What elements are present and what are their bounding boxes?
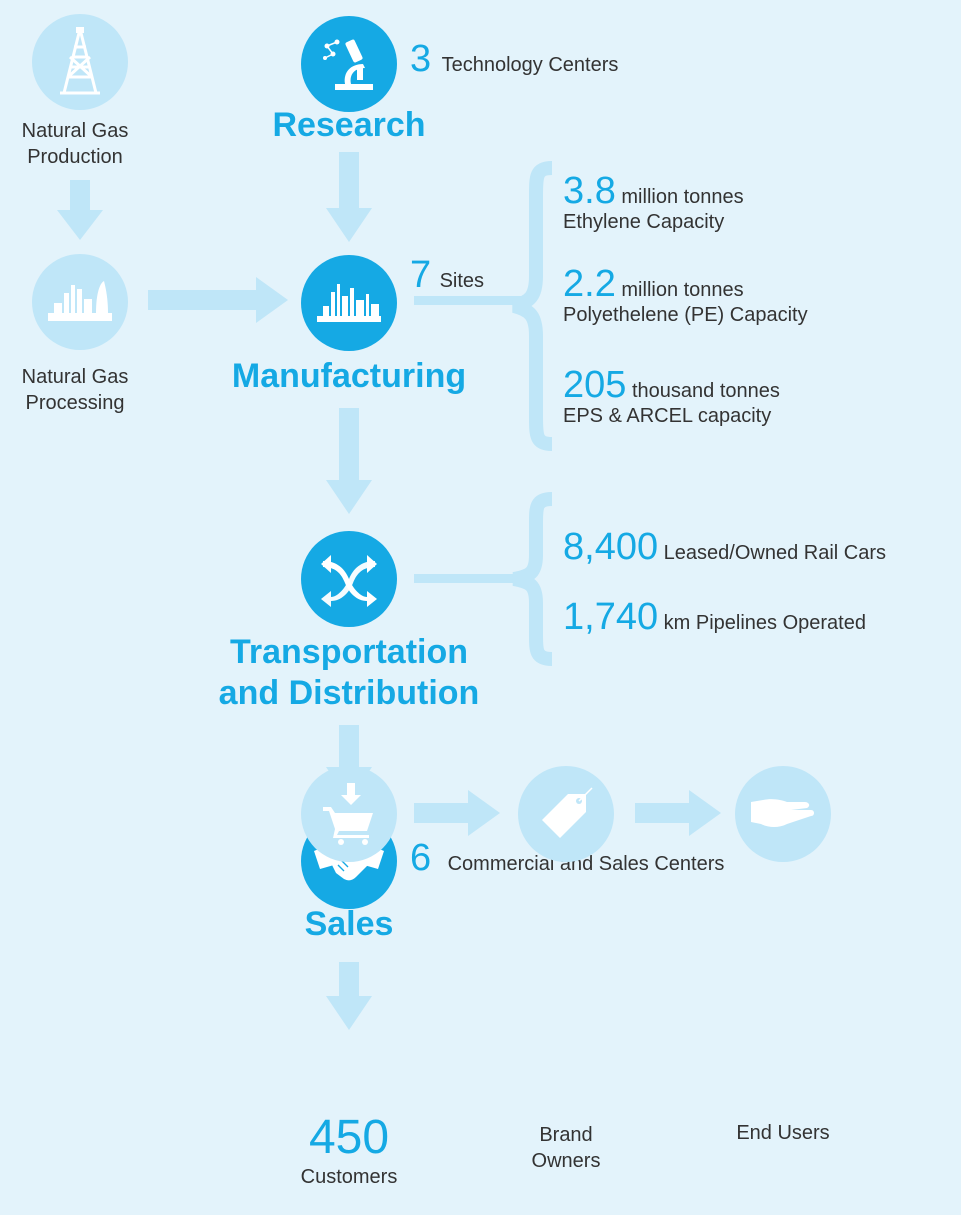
end-users-label: End Users: [736, 1122, 830, 1144]
cart-icon: [323, 783, 373, 845]
stat-pipelines-desc: km Pipelines Operated: [663, 612, 866, 634]
manufacturing-count: 7: [410, 254, 432, 296]
transport-title-line1: Transportation: [229, 633, 469, 671]
arrow-production-to-processing: [57, 180, 103, 240]
stat-pipelines: 1,740 km Pipelines Operated: [563, 598, 866, 636]
open-hand-icon: [751, 799, 814, 827]
manufacturing-count-label: Sites: [439, 270, 485, 292]
stat-pipelines-value: 1,740: [563, 596, 659, 638]
research-count-row: 3 Technology Centers: [410, 38, 618, 81]
research-count: 3: [410, 38, 432, 80]
stat-rail-cars: 8,400 Leased/Owned Rail Cars: [563, 528, 886, 566]
transport-title: Transportation and Distribution: [169, 632, 529, 714]
price-tag-icon: [542, 787, 593, 838]
arrow-research-to-manufacturing: [326, 152, 372, 242]
sales-count-label: Commercial and Sales Centers: [447, 853, 725, 875]
arrow-sales-to-customers: [326, 962, 372, 1030]
stat-ethylene: 3.8 million tonnes Ethylene Capacity: [563, 172, 744, 235]
brace-manufacturing: [512, 161, 553, 451]
natural-gas-production-label: Natural Gas Production: [21, 120, 129, 168]
end-users-node: [735, 766, 831, 862]
brace-transport: [512, 492, 553, 666]
stat-rail-cars-value: 8,400: [563, 526, 659, 568]
oil-derrick-icon: [60, 27, 100, 95]
stat-eps-arcel-unit: thousand tonnes: [631, 380, 780, 402]
sales-title: Sales: [304, 905, 394, 943]
connector-transport: [414, 574, 524, 583]
stat-eps-arcel-value: 205: [563, 364, 627, 406]
research-count-label: Technology Centers: [441, 54, 619, 76]
arrow-customers-to-brand-owners: [414, 790, 500, 836]
transport-node: [301, 531, 397, 627]
customers-count: 450: [308, 1111, 390, 1164]
stat-polyethylene-unit: million tonnes: [621, 279, 744, 301]
transport-arrows-icon: [321, 555, 377, 607]
manufacturing-count-row: 7 Sites: [410, 254, 484, 297]
gas-plant-icon: [48, 281, 112, 321]
natural-gas-production-node: [32, 14, 128, 110]
stat-eps-arcel: 205 thousand tonnes EPS & ARCEL capacity: [563, 366, 780, 429]
stat-polyethylene: 2.2 million tonnes Polyethelene (PE) Cap…: [563, 265, 808, 328]
stat-ethylene-desc: Ethylene Capacity: [563, 211, 725, 233]
brand-owners-node: [518, 766, 614, 862]
stat-ethylene-unit: million tonnes: [621, 186, 744, 208]
arrow-brand-owners-to-end-users: [635, 790, 721, 836]
natural-gas-processing-label: Natural Gas Processing: [21, 366, 129, 414]
natural-gas-processing-node: [32, 254, 128, 350]
microscope-icon: [323, 39, 373, 90]
sales-count-row: 6 Commercial and Sales Centers: [410, 837, 724, 880]
stat-ethylene-value: 3.8: [563, 170, 616, 212]
research-title: Research: [272, 106, 426, 144]
transport-title-line2: and Distribution: [218, 673, 480, 712]
customers-node: [301, 766, 397, 862]
customers-label: Customers: [300, 1166, 398, 1188]
factory-icon: [317, 284, 381, 322]
stat-rail-cars-desc: Leased/Owned Rail Cars: [663, 542, 886, 564]
sales-count: 6: [410, 837, 432, 879]
stat-polyethylene-desc: Polyethelene (PE) Capacity: [563, 304, 808, 326]
arrow-manufacturing-to-transport: [326, 408, 372, 514]
manufacturing-title: Manufacturing: [231, 357, 467, 395]
research-node: [301, 16, 397, 112]
brand-owners-label: Brand Owners: [531, 1124, 601, 1172]
stat-eps-arcel-desc: EPS & ARCEL capacity: [563, 405, 772, 427]
manufacturing-node: [301, 255, 397, 351]
connector-manufacturing: [414, 296, 524, 305]
stat-polyethylene-value: 2.2: [563, 263, 616, 305]
arrow-processing-to-manufacturing: [148, 277, 288, 323]
